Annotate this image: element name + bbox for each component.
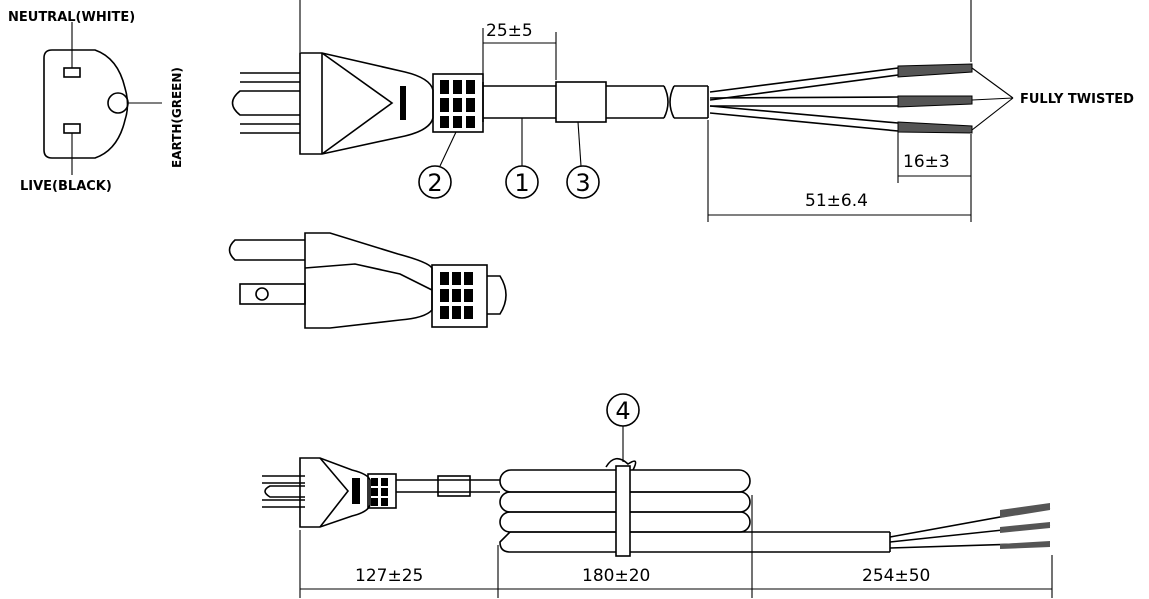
earth-label: EARTH(GREEN) bbox=[170, 67, 184, 168]
plug-face-view bbox=[43, 22, 162, 175]
callout-cord: 1 bbox=[505, 118, 539, 199]
cord-section bbox=[483, 81, 709, 123]
fully-twisted-label: FULLY TWISTED bbox=[1020, 92, 1134, 107]
callout-tie: 4 bbox=[606, 393, 640, 462]
coiled-cord-view bbox=[262, 457, 1051, 557]
svg-text:2: 2 bbox=[427, 169, 442, 197]
callout-plug: 2 bbox=[418, 131, 457, 199]
dim-strip-length: 16±3 bbox=[897, 132, 972, 222]
svg-text:254±50: 254±50 bbox=[862, 566, 930, 586]
live-label: LIVE(BLACK) bbox=[20, 179, 112, 194]
svg-text:1: 1 bbox=[514, 169, 529, 197]
stripped-wires bbox=[709, 63, 1014, 134]
dim-jacket-strip: 51±6.4 bbox=[707, 120, 971, 222]
svg-text:16±3: 16±3 bbox=[903, 152, 950, 172]
callout-sleeve: 3 bbox=[566, 121, 600, 199]
sleeve bbox=[555, 81, 607, 123]
dim-sleeve-offset: 25±5 bbox=[482, 21, 557, 80]
svg-text:3: 3 bbox=[575, 169, 590, 197]
svg-text:51±6.4: 51±6.4 bbox=[805, 191, 868, 211]
neutral-label: NEUTRAL(WHITE) bbox=[8, 10, 135, 25]
plug-side-view bbox=[231, 52, 484, 155]
dim-bottom: 127±25 180±20 254±50 bbox=[299, 495, 1053, 598]
svg-text:4: 4 bbox=[615, 397, 630, 425]
svg-text:25±5: 25±5 bbox=[486, 21, 533, 41]
svg-text:180±20: 180±20 bbox=[582, 566, 650, 586]
plug-top-view bbox=[228, 232, 507, 329]
svg-text:127±25: 127±25 bbox=[355, 566, 423, 586]
